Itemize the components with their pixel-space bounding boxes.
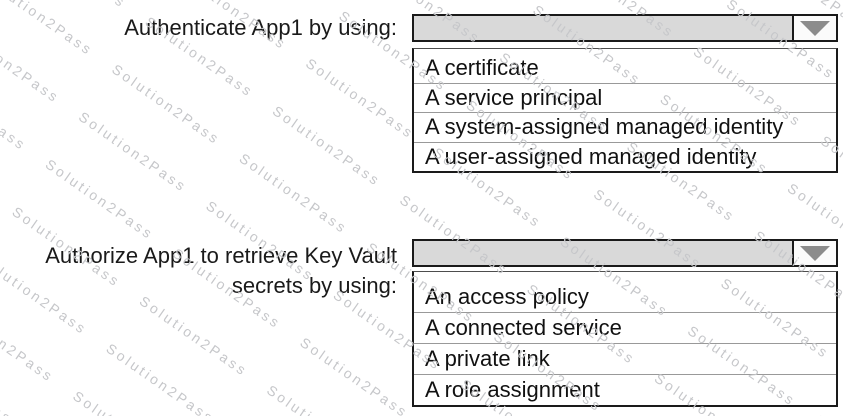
dropdown-option[interactable]: A role assignment [414,374,836,405]
question-2-selected-value[interactable] [414,241,792,265]
question-1-label-line: Authenticate App1 by using: [124,15,397,40]
question-2-dropdown[interactable] [412,239,838,267]
question-1-label: Authenticate App1 by using: [0,13,397,43]
question-1-dropdown[interactable] [412,14,838,42]
dropdown-option[interactable]: A service principal [414,82,836,113]
question-1-options-list: A certificate A service principal A syst… [412,48,838,173]
question-2-options-list: An access policy A connected service A p… [412,271,838,407]
question-2-label-line: Authorize App1 to retrieve Key Vault [45,243,397,268]
question-1-dropdown-arrow-button[interactable] [792,16,836,40]
question-2-label-line: secrets by using: [231,273,397,298]
chevron-down-icon [800,20,830,36]
dropdown-option[interactable]: A connected service [414,312,836,343]
dropdown-option[interactable]: An access policy [425,284,589,309]
question-2-dropdown-arrow-button[interactable] [792,241,836,265]
dropdown-option[interactable]: A certificate [425,55,539,81]
chevron-down-icon [800,245,830,261]
question-2-label: Authorize App1 to retrieve Key Vault sec… [0,241,397,301]
dropdown-option[interactable]: A system-assigned managed identity [414,112,836,142]
dropdown-option[interactable]: A private link [414,343,836,374]
dropdown-option[interactable]: A user-assigned managed identity [414,141,836,172]
question-1-selected-value[interactable] [414,16,792,40]
